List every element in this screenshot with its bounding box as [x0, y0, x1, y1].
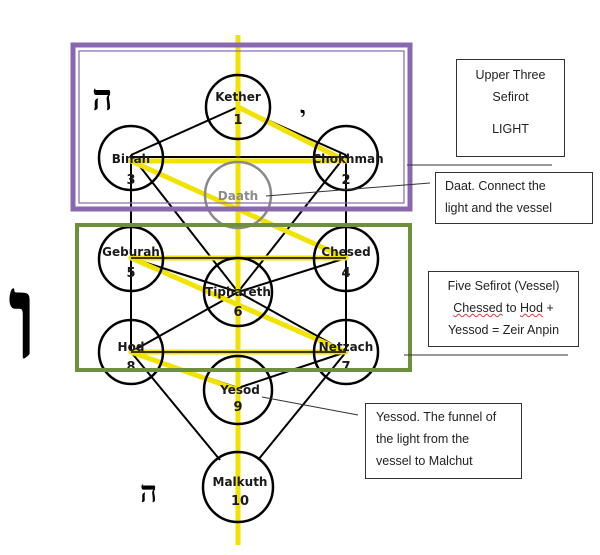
callout-line-daath — [265, 182, 431, 197]
note-upper-line1: Upper Three — [475, 68, 546, 82]
callout-lines — [261, 164, 568, 416]
node-geburah: Geburah 5 — [97, 225, 165, 293]
node-hod: Hod 8 — [97, 318, 165, 386]
node-kether-number: 1 — [233, 113, 242, 128]
note-yesod: Yessod. The funnel of the light from the… — [365, 403, 522, 479]
node-malkuth-number: 10 — [231, 494, 249, 509]
node-chokhmah-number: 2 — [341, 173, 350, 188]
node-yesod-name: Yesod — [219, 383, 260, 397]
note-vessel-chessed: Chessed — [453, 301, 503, 315]
node-tiphareth-name: Tiphareth — [205, 285, 271, 299]
node-chokhmah: Chokhmah 2 — [312, 124, 384, 192]
node-netzach-name: Netzach — [319, 340, 374, 354]
node-yesod-number: 9 — [233, 400, 242, 415]
node-tiphareth-number: 6 — [233, 305, 242, 320]
node-daath-name: Daath — [218, 189, 258, 203]
node-hod-number: 8 — [126, 360, 135, 375]
node-geburah-number: 5 — [126, 266, 135, 281]
node-binah-number: 3 — [126, 173, 135, 188]
flash-kether-chokhmah — [235, 104, 349, 164]
node-chesed-name: Chesed — [321, 245, 370, 259]
path-kether-binah — [130, 106, 239, 156]
note-vessel-line2: Chessed to Hod + — [429, 297, 578, 319]
node-binah: Binah 3 — [97, 124, 165, 192]
note-vessel-line3: Yessod = Zeir Anpin — [447, 323, 560, 337]
node-binah-name: Binah — [112, 152, 150, 166]
note-vessel-line1: Five Sefirot (Vessel) — [447, 279, 560, 293]
node-netzach-number: 7 — [341, 360, 350, 375]
node-hod-name: Hod — [118, 340, 145, 354]
note-daat-line2: light and the vessel — [445, 201, 553, 215]
flash-geburah-netzach — [128, 255, 349, 355]
note-yesod-line2: the light from the — [376, 432, 470, 446]
note-vessel-to: to — [502, 301, 520, 315]
note-yesod-line1: Yessod. The funnel of — [376, 410, 497, 424]
callout-line-yesod — [261, 396, 359, 416]
node-geburah-name: Geburah — [102, 245, 160, 259]
node-daath: Daath — [203, 160, 273, 230]
note-upper-three: Upper Three Sefirot LIGHT — [456, 59, 565, 157]
upper-three-box — [70, 42, 413, 212]
node-kether-name: Kether — [215, 90, 261, 104]
note-daat-line1: Daat. Connect the — [445, 179, 546, 193]
node-chokhmah-name: Chokhmah — [312, 152, 383, 166]
note-upper-line2: Sefirot — [492, 90, 529, 104]
note-daat: Daat. Connect the light and the vessel — [435, 172, 593, 224]
vessel-box — [75, 223, 412, 372]
note-vessel-hod: Hod — [520, 301, 543, 315]
hebrew-upper-he: ה — [92, 77, 113, 119]
node-netzach: Netzach 7 — [312, 318, 380, 386]
sefirot-nodes: Kether 1 Chokhmah 2 Binah 3 Daath Chesed… — [97, 73, 384, 524]
node-malkuth: Malkuth 10 — [201, 450, 275, 524]
node-chesed-number: 4 — [341, 266, 350, 281]
hebrew-yod: י — [300, 102, 306, 128]
node-tiphareth: Tiphareth 6 — [202, 256, 274, 328]
node-malkuth-name: Malkuth — [213, 475, 268, 489]
hebrew-vav: ו — [8, 247, 39, 386]
node-yesod: Yesod 9 — [202, 354, 274, 426]
hebrew-lower-he: ה — [140, 475, 158, 510]
node-kether: Kether 1 — [204, 73, 272, 141]
note-yesod-line3: vessel to Malchut — [376, 454, 473, 468]
note-vessel: Five Sefirot (Vessel) Chessed to Hod + Y… — [428, 271, 579, 347]
note-vessel-plus: + — [542, 301, 554, 315]
path-tiphareth-hod — [130, 291, 239, 353]
note-upper-line3: LIGHT — [492, 122, 529, 136]
path-chesed-tiphareth — [237, 257, 347, 293]
